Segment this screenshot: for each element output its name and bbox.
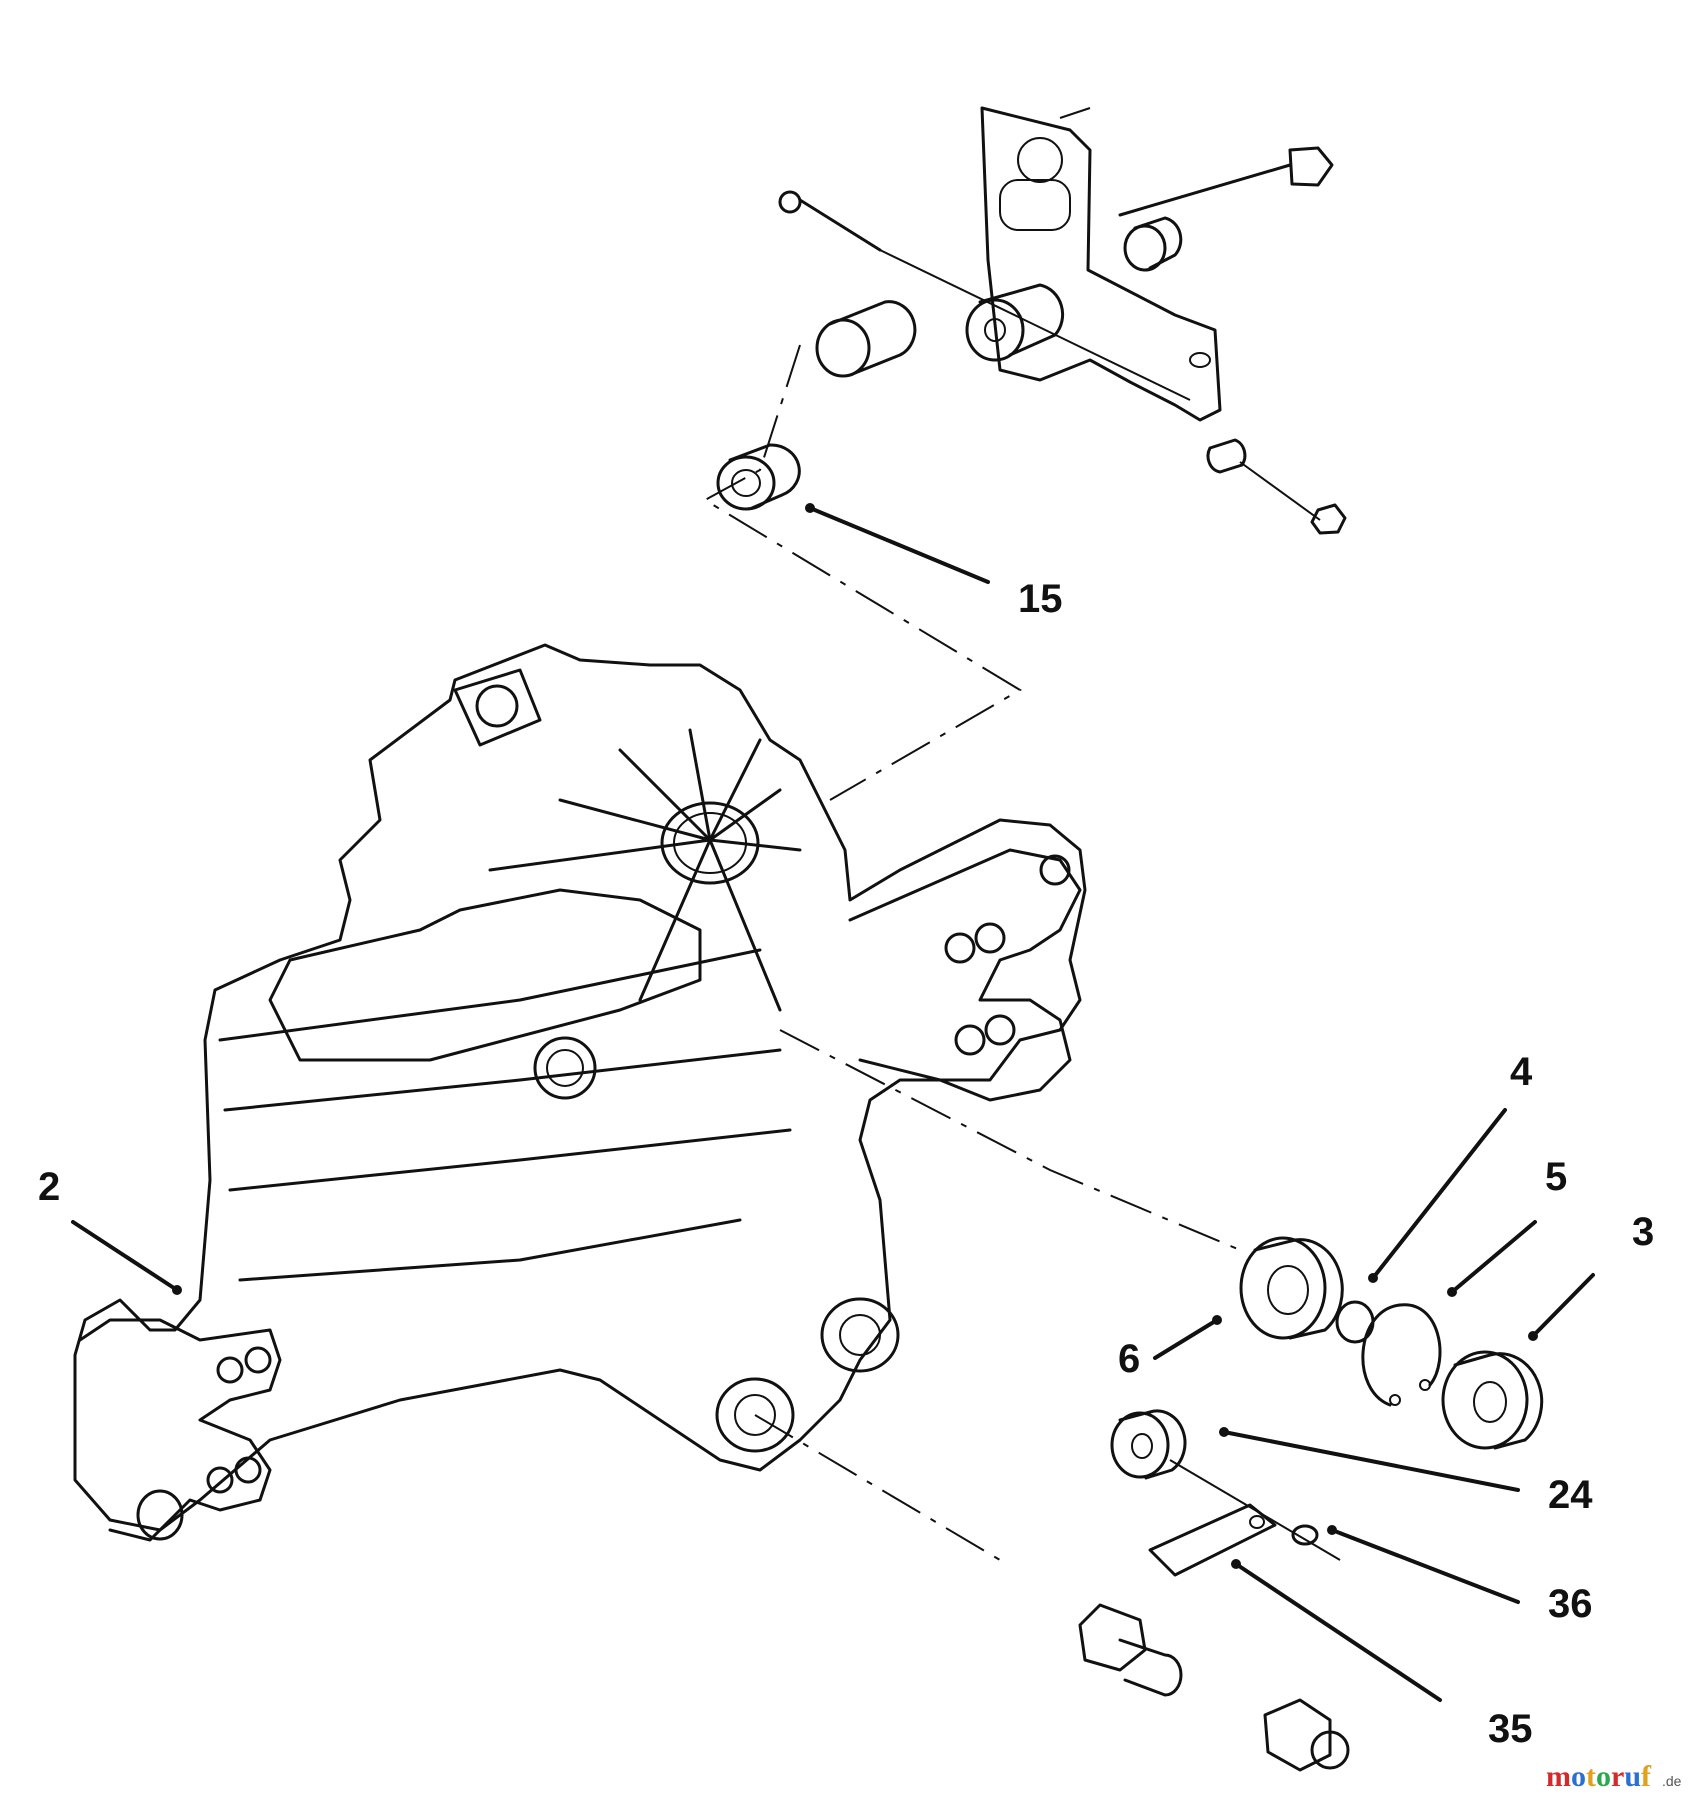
housing-rib-2 <box>223 1048 782 1112</box>
callout-2: 2 <box>38 1165 60 1209</box>
watermark-logo: motoruf .de <box>1546 1760 1682 1793</box>
lower-boss-left-inner <box>734 1394 776 1436</box>
left-arm-hole-4 <box>234 1456 262 1484</box>
center-boss <box>660 801 760 885</box>
callout-4: 4 <box>1510 1050 1533 1094</box>
long-bolt-head <box>778 190 802 214</box>
hex-nut <box>1310 503 1347 535</box>
side-boss <box>533 1036 597 1100</box>
right-arm-hole-3 <box>954 1024 986 1056</box>
drain-axis <box>754 1414 1001 1561</box>
bracket-hole <box>1017 137 1063 183</box>
bracket-bushing-hole <box>984 318 1006 342</box>
long-bolt-axis <box>879 249 1191 401</box>
bracket-bushing-front <box>965 298 1025 362</box>
housing-rib-3 <box>228 1128 792 1192</box>
right-bolt-head <box>1288 146 1334 187</box>
housing-rib-1 <box>218 948 762 1042</box>
center-boss-inner <box>673 812 747 874</box>
axle-axis <box>779 1029 1241 1251</box>
transmission-housing <box>73 643 1241 1561</box>
bearing-6-front <box>1239 1236 1327 1340</box>
lower-boss-left <box>715 1377 795 1453</box>
radial-ribs <box>488 728 802 1012</box>
housing-rib-4 <box>238 1218 742 1282</box>
right-spacer-body <box>1133 216 1183 270</box>
lower-boss-right-inner <box>839 1314 881 1356</box>
left-axle-arm <box>78 1318 282 1542</box>
bracket-slot <box>999 179 1071 231</box>
side-boss-inner <box>546 1049 584 1087</box>
spacer-left-end <box>815 318 871 378</box>
left-arm-hole-3 <box>206 1466 234 1494</box>
bearing-15-body <box>728 443 801 510</box>
callout-3: 3 <box>1632 1210 1654 1254</box>
right-arm-hole-1 <box>944 932 976 964</box>
left-arm-boss <box>136 1489 184 1541</box>
bottom-bolt-axis <box>1239 461 1321 521</box>
watermark-text: motoruf <box>1546 1760 1652 1793</box>
right-bolt-shaft <box>1118 163 1292 217</box>
washer-24 <box>1110 1409 1187 1480</box>
bracket-plate <box>980 106 1222 422</box>
right-arm-hole-2 <box>974 922 1006 954</box>
housing-top-box <box>268 888 702 1062</box>
callout-24: 24 <box>1548 1473 1593 1517</box>
bearing-6-inner <box>1267 1265 1309 1315</box>
right-arm-hole-5 <box>1039 854 1071 886</box>
callout-6: 6 <box>1118 1337 1140 1381</box>
watermark-suffix: .de <box>1662 1773 1682 1789</box>
fill-port <box>453 668 542 747</box>
long-bolt-shaft <box>798 198 882 252</box>
mounting-bracket-assembly <box>702 106 1347 801</box>
lower-boss-right <box>820 1297 900 1373</box>
washer-3 <box>1441 1350 1544 1450</box>
lever-35 <box>1148 1459 1341 1577</box>
spacer-left-body <box>828 300 917 375</box>
fill-port-hole <box>475 684 519 728</box>
callout-15: 15 <box>1018 577 1063 621</box>
bearing-6-body <box>1253 1238 1344 1340</box>
bracket-pin <box>1059 107 1091 119</box>
bearing-15 <box>716 443 801 511</box>
left-arm-hole-2 <box>244 1346 272 1374</box>
bracket-tab-hole <box>1189 352 1211 368</box>
callout-5: 5 <box>1545 1155 1567 1199</box>
callout-leaders <box>71 503 1595 1702</box>
plug <box>1263 1698 1350 1772</box>
bearing-15-front <box>716 455 776 511</box>
left-arm-hole-1 <box>216 1356 244 1384</box>
right-arm-hole-4 <box>984 1014 1016 1046</box>
bearing-15-inner <box>731 469 761 497</box>
retaining-ring-5 <box>1361 1303 1442 1407</box>
assembly-path-15 <box>702 344 1022 801</box>
right-axle-arm <box>848 848 1082 1102</box>
bracket-bushing-body <box>978 283 1065 357</box>
drain-fitting <box>1078 1603 1183 1697</box>
housing-outline <box>73 643 1087 1532</box>
callout-35: 35 <box>1488 1707 1533 1751</box>
clip-36 <box>1291 1524 1319 1546</box>
callout-36: 36 <box>1548 1582 1593 1626</box>
small-spacer <box>1206 438 1247 474</box>
bearing-6 <box>1239 1236 1344 1340</box>
